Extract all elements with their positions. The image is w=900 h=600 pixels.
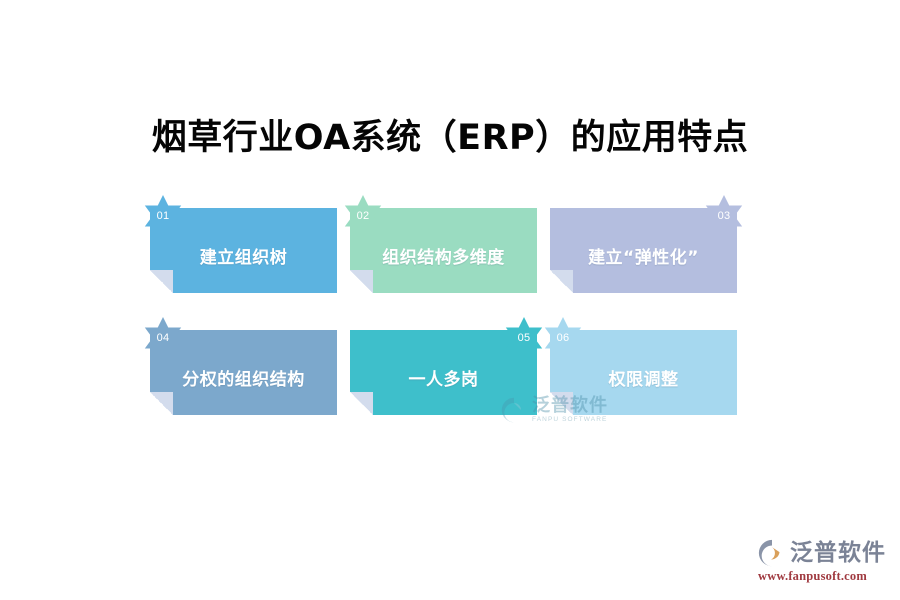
folded-corner-decoration: [550, 392, 573, 415]
folded-corner-decoration: [150, 392, 173, 415]
star-badge-number: 04: [156, 331, 170, 344]
feature-card-label: 一人多岗: [408, 369, 479, 390]
star-badge-number: 05: [517, 331, 531, 344]
folded-corner-decoration: [350, 392, 373, 415]
star-badge-number: 02: [356, 209, 370, 222]
corner-logo-row: 泛普软件: [757, 538, 893, 568]
feature-card-06[interactable]: 权限调整 06: [544, 317, 737, 415]
swirl-logo-icon: [757, 538, 787, 568]
feature-card-02[interactable]: 组织结构多维度 02: [344, 195, 537, 293]
feature-card-body: 权限调整: [550, 330, 737, 415]
feature-card-body: 组织结构多维度: [350, 208, 537, 293]
feature-card-label: 组织结构多维度: [382, 247, 505, 268]
feature-card-body: 一人多岗: [350, 330, 537, 415]
feature-card-01[interactable]: 建立组织树 01: [144, 195, 337, 293]
feature-card-03[interactable]: 建立“弹性化” 03: [550, 195, 743, 293]
page-title: 烟草行业OA系统（ERP）的应用特点: [151, 118, 749, 158]
corner-logo[interactable]: 泛普软件 www.fanpusoft.com: [757, 538, 893, 588]
folded-corner-decoration: [350, 270, 373, 293]
feature-card-label: 建立组织树: [199, 247, 288, 268]
star-badge-number: 01: [156, 209, 170, 222]
star-badge-number: 06: [556, 331, 570, 344]
folded-corner-decoration: [150, 270, 173, 293]
star-badge-number: 03: [717, 209, 731, 222]
corner-logo-url: www.fanpusoft.com: [758, 569, 867, 583]
feature-card-label: 分权的组织结构: [182, 369, 305, 390]
feature-card-04[interactable]: 分权的组织结构 04: [144, 317, 337, 415]
feature-card-body: 建立组织树: [150, 208, 337, 293]
feature-card-body: 分权的组织结构: [150, 330, 337, 415]
feature-card-label: 权限调整: [608, 369, 679, 390]
feature-card-body: 建立“弹性化”: [550, 208, 737, 293]
feature-card-label: 建立“弹性化”: [588, 247, 699, 268]
feature-card-05[interactable]: 一人多岗 05: [350, 317, 543, 415]
folded-corner-decoration: [550, 270, 573, 293]
corner-logo-name-cn: 泛普软件: [790, 539, 886, 566]
